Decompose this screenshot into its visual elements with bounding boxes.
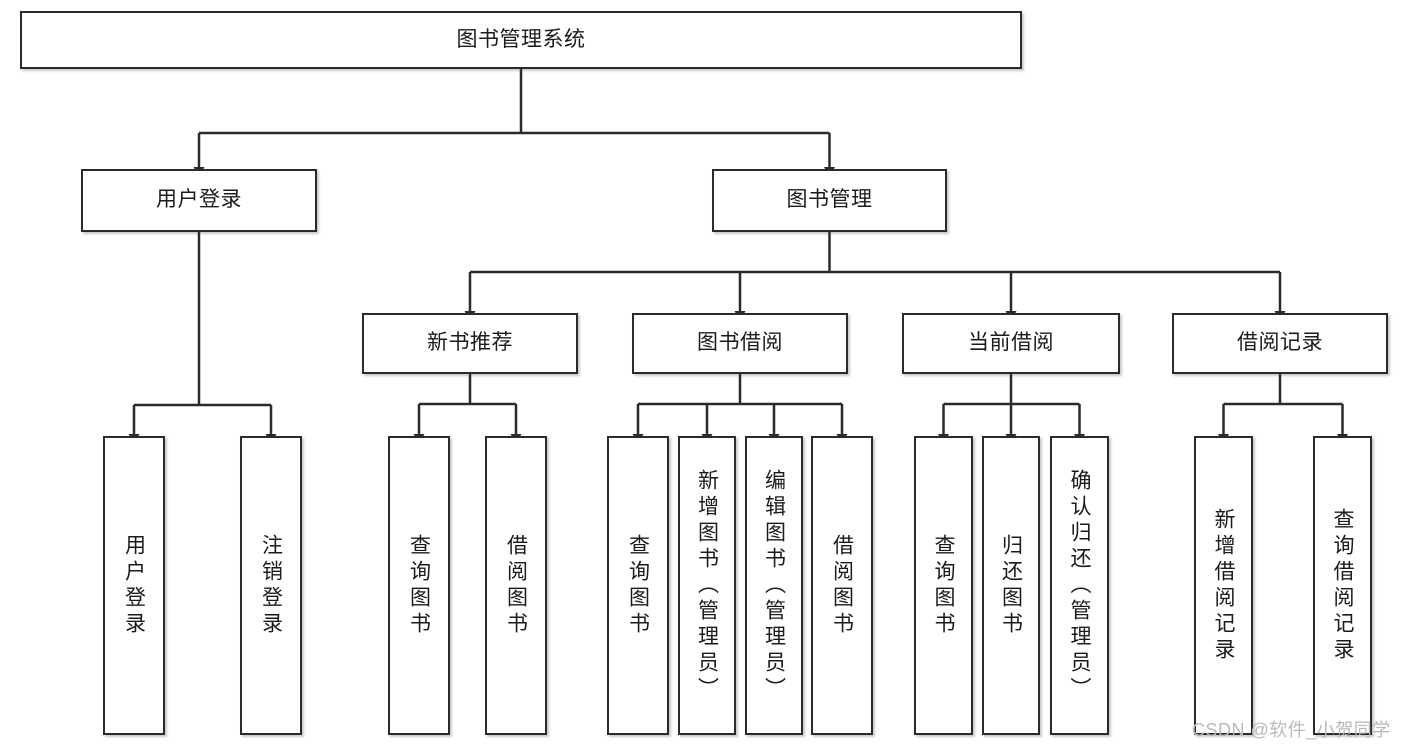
node-label-rc-query: 查询借阅记录 [1331, 507, 1354, 664]
node-bw-add[interactable]: 新增图书（管理员） [678, 436, 736, 735]
node-records[interactable]: 借阅记录 [1172, 313, 1388, 374]
node-label-cb-query: 查询图书 [932, 533, 955, 638]
node-bookmgmt[interactable]: 图书管理 [712, 169, 947, 232]
node-label-nb-borrow: 借阅图书 [504, 533, 528, 638]
node-label-bw-borrow: 借阅图书 [830, 533, 854, 638]
node-login-in[interactable]: 用户登录 [103, 436, 165, 735]
node-label-login: 用户登录 [156, 188, 242, 212]
node-label-borrow: 图书借阅 [697, 331, 783, 355]
node-bw-edit[interactable]: 编辑图书（管理员） [745, 436, 803, 735]
node-label-cb-return: 归还图书 [999, 533, 1023, 638]
node-cb-confirm[interactable]: 确认归还（管理员） [1050, 436, 1109, 735]
node-label-nb-query: 查询图书 [407, 533, 431, 638]
node-label-rc-add: 新增借阅记录 [1212, 507, 1235, 664]
node-label-cb-confirm: 确认归还（管理员） [1068, 468, 1091, 703]
node-current[interactable]: 当前借阅 [902, 313, 1120, 374]
node-label-bw-add: 新增图书（管理员） [695, 468, 719, 703]
node-label-bookmgmt: 图书管理 [786, 188, 873, 212]
node-rc-add[interactable]: 新增借阅记录 [1194, 436, 1253, 735]
node-label-current: 当前借阅 [968, 331, 1054, 355]
node-borrow[interactable]: 图书借阅 [632, 313, 848, 374]
node-login-out[interactable]: 注销登录 [240, 436, 302, 735]
node-nb-query[interactable]: 查询图书 [388, 436, 450, 735]
node-label-login-in: 用户登录 [122, 533, 146, 638]
edges-group [128, 69, 1348, 444]
node-bw-borrow[interactable]: 借阅图书 [811, 436, 873, 735]
node-label-newbook: 新书推荐 [427, 331, 513, 355]
node-bw-query[interactable]: 查询图书 [607, 436, 669, 735]
node-root[interactable]: 图书管理系统 [20, 11, 1022, 69]
node-label-bw-query: 查询图书 [626, 533, 650, 638]
node-cb-return[interactable]: 归还图书 [982, 436, 1040, 735]
node-label-login-out: 注销登录 [259, 533, 283, 638]
node-label-records: 借阅记录 [1237, 331, 1323, 355]
node-rc-query[interactable]: 查询借阅记录 [1313, 436, 1372, 735]
node-label-bw-edit: 编辑图书（管理员） [762, 468, 786, 703]
node-nb-borrow[interactable]: 借阅图书 [485, 436, 547, 735]
node-login[interactable]: 用户登录 [81, 169, 317, 232]
node-label-root: 图书管理系统 [456, 27, 586, 51]
node-newbook[interactable]: 新书推荐 [362, 313, 578, 374]
node-cb-query[interactable]: 查询图书 [914, 436, 973, 735]
